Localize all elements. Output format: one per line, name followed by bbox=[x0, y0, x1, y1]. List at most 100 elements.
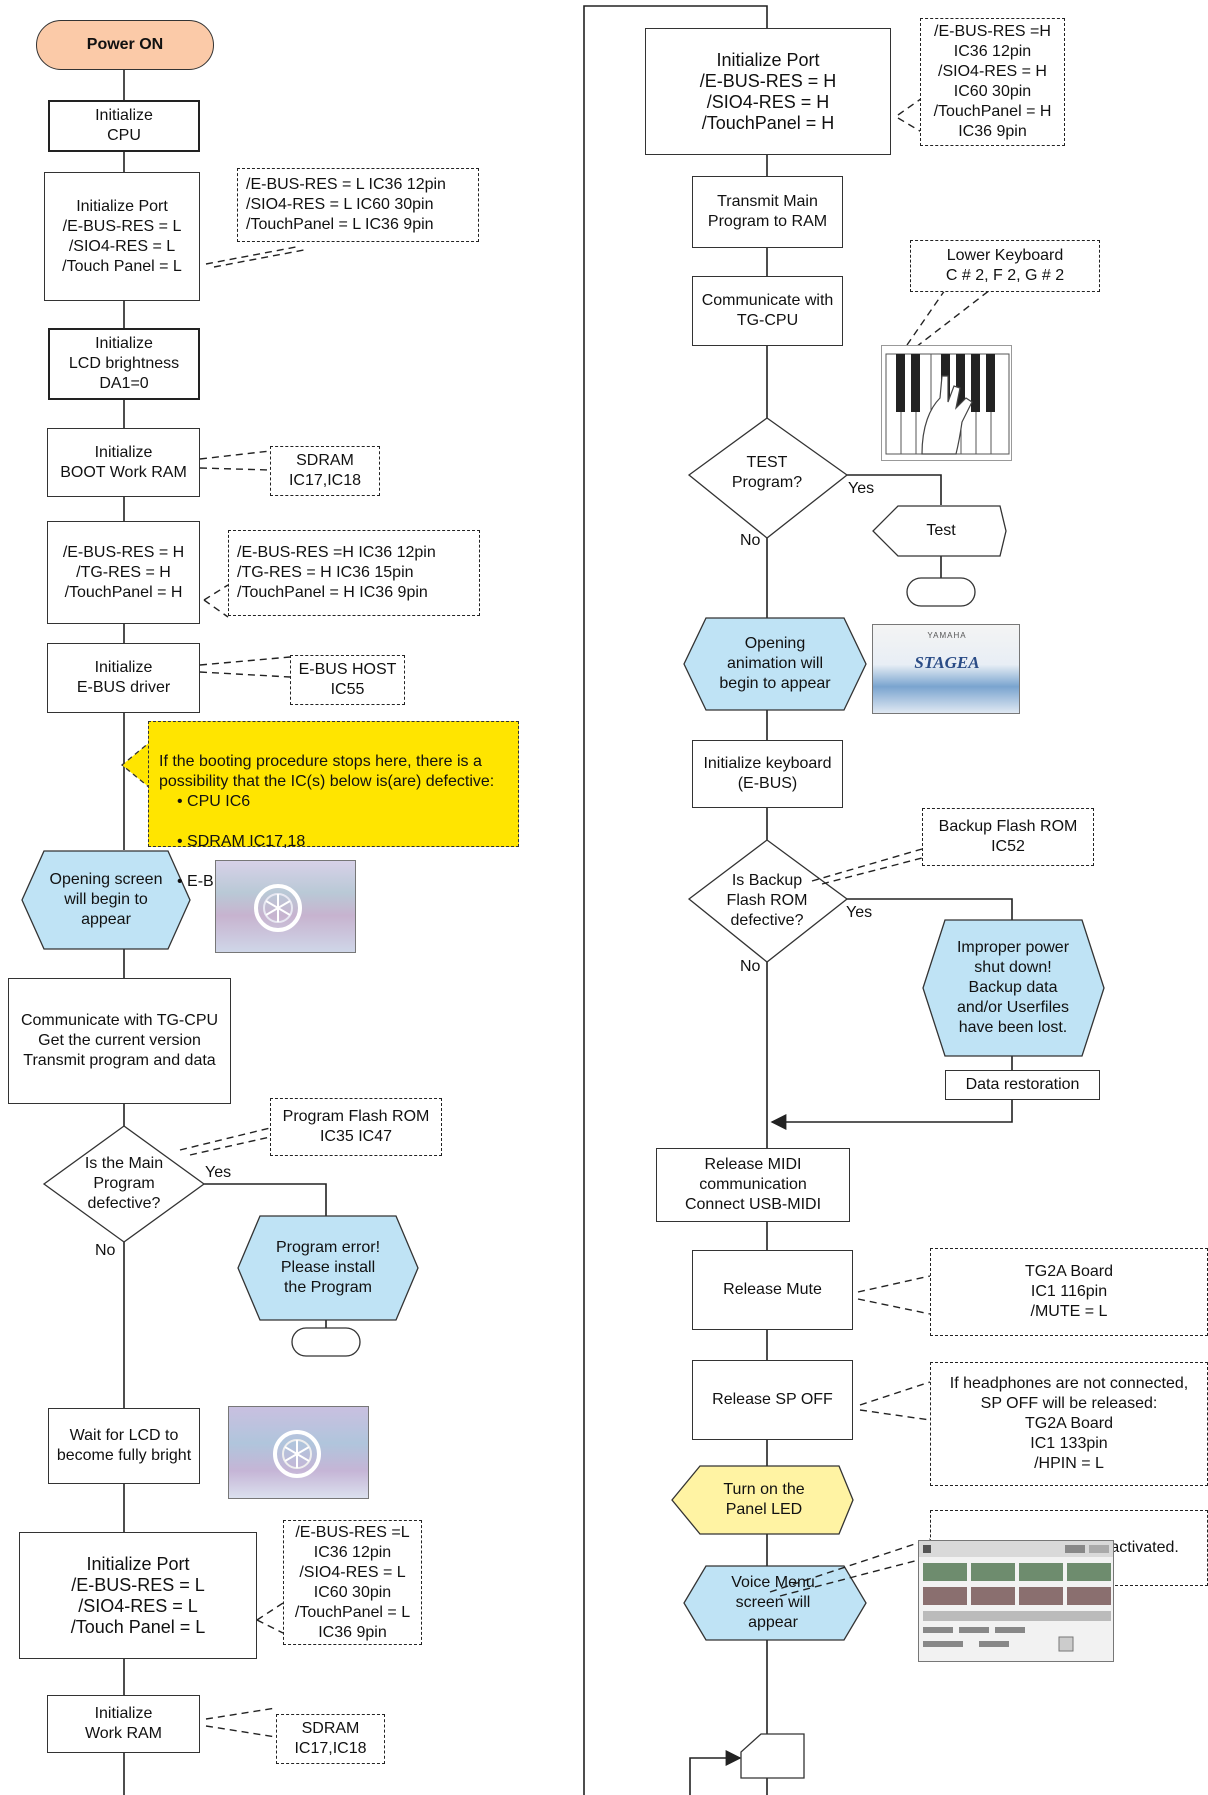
test-label: Test bbox=[926, 522, 956, 539]
init-keyboard-step: Initialize keyboard (E-BUS) bbox=[692, 740, 843, 808]
init-work-ram-step: Initialize Work RAM bbox=[47, 1695, 200, 1753]
release-midi-step: Release MIDI communication Connect USB-M… bbox=[656, 1148, 850, 1222]
lower-keyboard-note-text: Lower Keyboard C # 2, F 2, G # 2 bbox=[945, 247, 1065, 284]
program-error-display: Program error! Please install the Progra… bbox=[248, 1216, 408, 1320]
yes-label: Yes bbox=[848, 480, 875, 497]
improper-power-display: Improper power shut down! Backup data an… bbox=[930, 920, 1096, 1056]
voice-menu-label: Voice Menu screen will appear bbox=[731, 1574, 815, 1631]
voice-menu-shape bbox=[683, 1565, 867, 1641]
communicate-tg-label: Communicate with TG-CPU bbox=[701, 292, 834, 329]
init-ebus-label: Initialize E-BUS driver bbox=[76, 659, 171, 696]
stagea-logo-text: STAGEA bbox=[914, 653, 980, 672]
improper-power-shape bbox=[922, 919, 1105, 1057]
warning-item: • SDRAM IC17,18 bbox=[177, 833, 306, 850]
piano-keys-icon bbox=[885, 353, 1010, 455]
test-terminal: Test bbox=[880, 506, 1002, 556]
test-shape bbox=[872, 505, 1007, 557]
wait-lcd-label: Wait for LCD to become fully bright bbox=[56, 1427, 192, 1464]
init-boot-ram-label: Initialize BOOT Work RAM bbox=[60, 443, 187, 481]
init-work-ram-label: Initialize Work RAM bbox=[84, 1705, 163, 1742]
program-error-shape bbox=[237, 1215, 419, 1321]
init-port-step-3: Initialize Port /E-BUS-RES = H /SIO4-RES… bbox=[645, 28, 891, 155]
communicate-tg-step: Communicate with TG-CPU bbox=[692, 276, 843, 346]
init-lcd-step: Initialize LCD brightness DA1=0 bbox=[48, 328, 200, 400]
warning-item: • CPU IC6 bbox=[177, 793, 251, 810]
init-keyboard-label: Initialize keyboard (E-BUS) bbox=[703, 755, 832, 792]
improper-power-label: Improper power shut down! Backup data an… bbox=[956, 939, 1070, 1036]
data-restoration-label: Data restoration bbox=[965, 1076, 1080, 1093]
backup-flash-decision-label: Is Backup Flash ROM defective? bbox=[726, 872, 808, 929]
communicate-tg-cpu-step: Communicate with TG-CPU Get the current … bbox=[8, 978, 231, 1104]
port-pin-note-2-text: /E-BUS-RES =L IC36 12pin /SIO4-RES = L I… bbox=[294, 1523, 411, 1641]
no-label: No bbox=[95, 1242, 116, 1259]
mute-pin-note-text: TG2A Board IC1 116pin /MUTE = L bbox=[1024, 1263, 1114, 1320]
test-program-decision-label: TEST Program? bbox=[731, 454, 803, 491]
keyboard-hand-image bbox=[881, 345, 1012, 461]
init-port-step-2: Initialize Port /E-BUS-RES = L /SIO4-RES… bbox=[19, 1532, 257, 1659]
port-pin-note-3: /E-BUS-RES =H IC36 12pin /SIO4-RES = H I… bbox=[920, 18, 1065, 146]
release-sp-off-step: Release SP OFF bbox=[692, 1360, 853, 1440]
release-sp-off-label: Release SP OFF bbox=[712, 1391, 833, 1408]
port-pin-note-3-text: /E-BUS-RES =H IC36 12pin /SIO4-RES = H I… bbox=[933, 23, 1052, 140]
release-mute-label: Release Mute bbox=[723, 1281, 822, 1298]
program-error-label: Program error! Please install the Progra… bbox=[275, 1239, 381, 1296]
init-port-1-label: Initialize Port /E-BUS-RES = L /SIO4-RES… bbox=[62, 197, 182, 275]
no-label: No bbox=[740, 958, 761, 975]
yamaha-logo-screen-image bbox=[215, 860, 356, 953]
set-high-pin-note: /E-BUS-RES =H IC36 12pin /TG-RES = H IC3… bbox=[228, 530, 480, 616]
backup-flash-decision: Is Backup Flash ROM defective? bbox=[712, 868, 822, 934]
power-on-label: Power ON bbox=[86, 36, 164, 53]
init-boot-ram-step: Initialize BOOT Work RAM bbox=[47, 428, 200, 497]
transmit-main-label: Transmit Main Program to RAM bbox=[707, 193, 828, 230]
voice-menu-display: Voice Menu screen will appear bbox=[692, 1566, 854, 1640]
voice-menu-screen-image bbox=[918, 1540, 1114, 1662]
yamaha-logo-bright-image bbox=[228, 1406, 369, 1499]
wait-lcd-step: Wait for LCD to become fully bright bbox=[48, 1408, 200, 1484]
port-pin-note-1: /E-BUS-RES = L IC36 12pin /SIO4-RES = L … bbox=[237, 168, 479, 242]
port-pin-note-2: /E-BUS-RES =L IC36 12pin /SIO4-RES = L I… bbox=[283, 1520, 422, 1645]
sp-off-note-text: If headphones are not connected, SP OFF … bbox=[949, 1375, 1189, 1472]
release-midi-label: Release MIDI communication Connect USB-M… bbox=[684, 1156, 822, 1213]
ebus-host-note: E-BUS HOST IC55 bbox=[290, 655, 405, 705]
lower-keyboard-note: Lower Keyboard C # 2, F 2, G # 2 bbox=[910, 240, 1100, 292]
opening-animation-label: Opening animation will begin to appear bbox=[719, 635, 831, 692]
turn-on-led-label: Turn on the Panel LED bbox=[723, 1481, 805, 1518]
sdram-note-2-text: SDRAM IC17,IC18 bbox=[294, 1720, 367, 1757]
set-high-pin-note-text: /E-BUS-RES =H IC36 12pin /TG-RES = H IC3… bbox=[237, 544, 436, 601]
ebus-host-note-text: E-BUS HOST IC55 bbox=[298, 661, 397, 698]
stagea-splash-image: YAMAHA STAGEA bbox=[872, 624, 1020, 714]
turn-on-led-display: Turn on the Panel LED bbox=[680, 1466, 848, 1534]
warning-text: If the booting procedure stops here, the… bbox=[159, 753, 495, 790]
mute-pin-note: TG2A Board IC1 116pin /MUTE = L bbox=[930, 1248, 1208, 1336]
backup-flash-note: Backup Flash ROM IC52 bbox=[922, 808, 1094, 866]
transmit-main-step: Transmit Main Program to RAM bbox=[692, 176, 843, 248]
port-pin-note-1-text: /E-BUS-RES = L IC36 12pin /SIO4-RES = L … bbox=[246, 176, 446, 233]
opening-animation-shape bbox=[683, 617, 867, 711]
set-high-label: /E-BUS-RES = H /TG-RES = H /TouchPanel =… bbox=[62, 543, 185, 601]
sdram-note-2: SDRAM IC17,IC18 bbox=[276, 1714, 385, 1764]
voice-menu-grid-icon bbox=[919, 1541, 1113, 1652]
init-lcd-label: Initialize LCD brightness DA1=0 bbox=[68, 335, 180, 392]
power-on-terminal: Power ON bbox=[36, 20, 214, 70]
sp-off-note: If headphones are not connected, SP OFF … bbox=[930, 1362, 1208, 1486]
init-port-2-label: Initialize Port /E-BUS-RES = L /SIO4-RES… bbox=[70, 1553, 206, 1637]
yamaha-logo-text: YAMAHA bbox=[927, 631, 967, 640]
warning-callout: If the booting procedure stops here, the… bbox=[148, 721, 519, 890]
yamaha-emblem-icon bbox=[273, 1430, 321, 1478]
opening-screen-display: Opening screen will begin to appear bbox=[30, 851, 182, 949]
init-ebus-step: Initialize E-BUS driver bbox=[47, 643, 200, 713]
test-program-decision: TEST Program? bbox=[712, 448, 822, 498]
main-program-decision: Is the Main Program defective? bbox=[64, 1150, 184, 1218]
set-high-step: /E-BUS-RES = H /TG-RES = H /TouchPanel =… bbox=[47, 521, 200, 624]
no-label: No bbox=[740, 532, 761, 549]
program-flash-note: Program Flash ROM IC35 IC47 bbox=[270, 1098, 442, 1156]
init-cpu-label: Initialize CPU bbox=[95, 107, 153, 144]
yamaha-emblem-icon bbox=[254, 884, 302, 932]
communicate-tg-cpu-label: Communicate with TG-CPU Get the current … bbox=[20, 1012, 219, 1069]
init-port-step-1: Initialize Port /E-BUS-RES = L /SIO4-RES… bbox=[44, 172, 200, 301]
opening-animation-display: Opening animation will begin to appear bbox=[690, 618, 860, 710]
program-flash-note-text: Program Flash ROM IC35 IC47 bbox=[282, 1108, 430, 1145]
release-mute-step: Release Mute bbox=[692, 1250, 853, 1330]
init-port-3-label: Initialize Port /E-BUS-RES = H /SIO4-RES… bbox=[699, 49, 837, 133]
